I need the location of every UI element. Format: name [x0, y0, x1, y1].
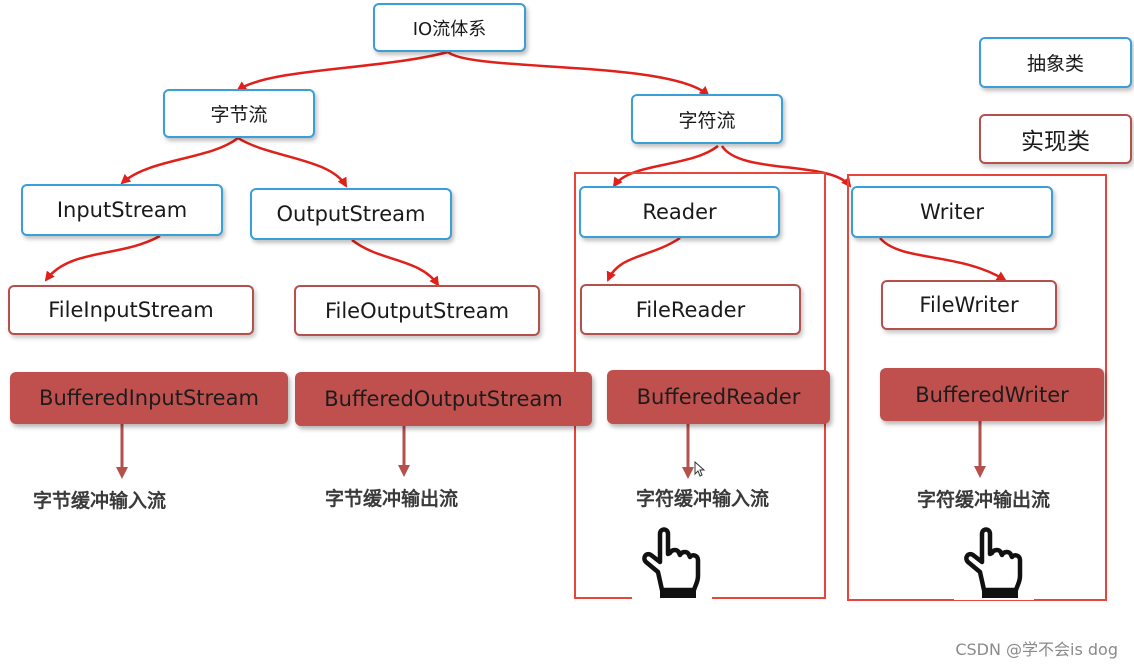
buffered-writer-caption: 字符缓冲输出流 — [917, 489, 1051, 511]
fileinputstream-node: FileInputStream — [8, 285, 254, 335]
connector-writer-file — [879, 237, 1007, 282]
mouse-cursor-icon — [694, 461, 706, 477]
bufferedwriter-label: BufferedWriter — [915, 382, 1069, 407]
writer-label: Writer — [919, 200, 985, 224]
connector-input-file — [44, 234, 161, 282]
bufferedwriter-node: BufferedWriter — [880, 368, 1104, 421]
connector-byte-input — [120, 137, 239, 185]
io-root-label: IO流体系 — [412, 18, 487, 40]
legend-impl: 实现类 — [979, 114, 1132, 164]
connector-char-reader — [612, 145, 719, 188]
bufferedreader-label: BufferedReader — [636, 385, 801, 409]
connector-reader-file — [606, 236, 681, 282]
bufferedoutputstream-label: BufferedOutputStream — [324, 387, 563, 411]
filereader-label: FileReader — [635, 297, 746, 322]
buffered-input-caption: 字节缓冲输入流 — [33, 490, 167, 512]
connector-byte-output — [237, 136, 348, 188]
buffered-reader-caption: 字符缓冲输入流 — [636, 488, 770, 510]
pointing-hand-icon — [954, 520, 1034, 600]
char-stream-label: 字符流 — [678, 109, 736, 132]
writer-node: Writer — [851, 186, 1053, 238]
pointing-hand-icon — [632, 520, 712, 600]
watermark: CSDN @学不会is dog — [955, 640, 1118, 659]
inputstream-label: InputStream — [56, 198, 188, 222]
legend-impl-label: 实现类 — [1021, 129, 1090, 155]
buffered-output-caption: 字节缓冲输出流 — [325, 488, 459, 510]
writer-group-frame — [847, 174, 1107, 601]
outputstream-label: OutputStream — [276, 202, 426, 226]
bufferedinputstream-label: BufferedInputStream — [39, 386, 259, 410]
reader-node: Reader — [579, 186, 780, 238]
legend-abstract-label: 抽象类 — [1026, 53, 1084, 75]
byte-stream-label: 字节流 — [210, 104, 268, 126]
inputstream-node: InputStream — [21, 184, 223, 236]
bufferedinputstream-node: BufferedInputStream — [10, 372, 288, 424]
filereader-node: FileReader — [580, 284, 801, 335]
fileinputstream-label: FileInputStream — [48, 298, 214, 322]
fileoutputstream-label: FileOutputStream — [324, 298, 510, 323]
io-root-node: IO流体系 — [373, 3, 526, 52]
connector-root-char — [447, 50, 710, 97]
connector-root-byte — [236, 50, 449, 92]
filewriter-node: FileWriter — [881, 280, 1057, 330]
connector-output-file — [351, 239, 440, 287]
connector-char-writer — [720, 145, 852, 188]
bufferedoutputstream-node: BufferedOutputStream — [295, 372, 592, 426]
char-stream-node: 字符流 — [631, 94, 783, 144]
reader-label: Reader — [642, 200, 717, 224]
bufferedreader-node: BufferedReader — [607, 370, 830, 424]
filewriter-label: FileWriter — [919, 293, 1019, 317]
fileoutputstream-node: FileOutputStream — [294, 285, 540, 336]
legend-abstract: 抽象类 — [979, 37, 1132, 88]
outputstream-node: OutputStream — [250, 188, 452, 240]
byte-stream-node: 字节流 — [163, 89, 315, 138]
